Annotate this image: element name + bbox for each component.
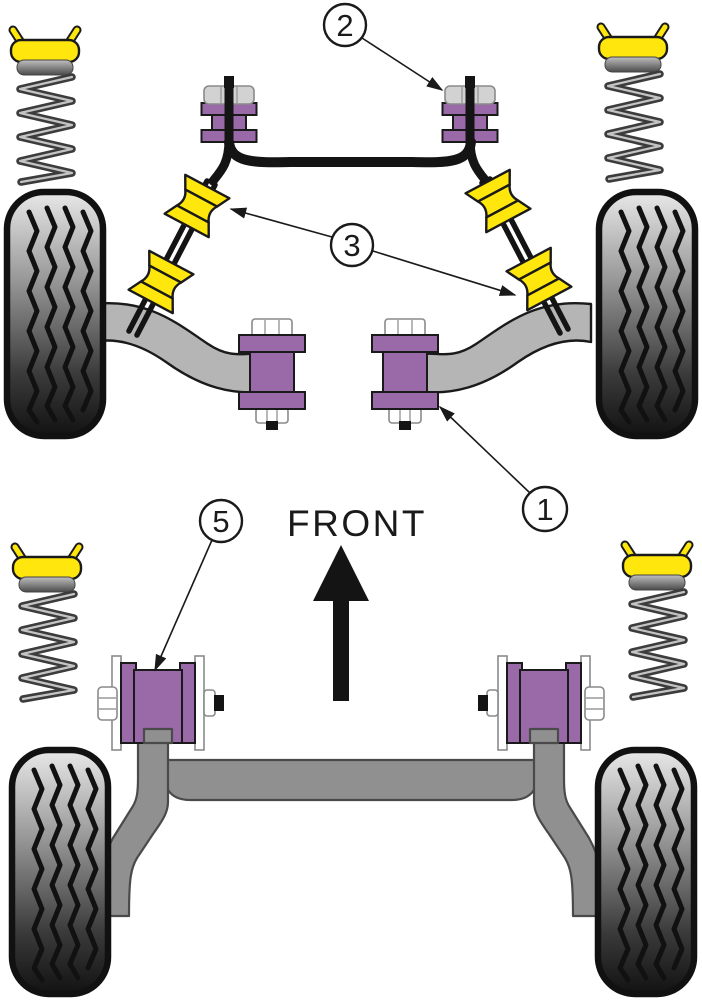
- front-left-spring: [11, 30, 79, 182]
- callout-1: 1: [438, 405, 569, 533]
- callout-2: 2: [322, 2, 444, 91]
- rear-beam-bushing-left: [96, 654, 226, 752]
- front-left-control-arm: [91, 301, 262, 394]
- callout-1-number: 1: [536, 492, 553, 527]
- rear-right-trailing-arm: [532, 732, 606, 918]
- front-right-tire: [599, 192, 695, 436]
- anti-roll-bar: [224, 137, 476, 168]
- callout-2-circle: [322, 2, 368, 48]
- callout-1-leader: [438, 405, 531, 494]
- callout-1-circle: [521, 485, 569, 533]
- rear-left-spring: [13, 547, 81, 699]
- droplink-yellow-bushing-left-lower: [127, 249, 195, 315]
- front-suspension-view: [7, 27, 695, 436]
- droplink-yellow-bushing-left-upper: [163, 173, 231, 239]
- callout-5: 5: [154, 498, 244, 672]
- rear-right-spring: [623, 545, 691, 697]
- callout-3-number: 3: [343, 228, 360, 263]
- rear-axle-view: [12, 545, 694, 994]
- callout-2-leader: [361, 37, 444, 91]
- droplink-yellow-bushing-right-upper: [464, 168, 532, 234]
- callout-5-leader: [154, 539, 213, 672]
- callout-3: 3: [229, 207, 517, 296]
- callout-3-circle: [329, 222, 375, 268]
- rear-beam-bushing-right: [476, 654, 606, 752]
- front-right-control-arm: [422, 301, 593, 394]
- droplink-yellow-bushing-right-lower: [505, 246, 573, 312]
- callout-3-leader-left: [229, 207, 333, 238]
- rear-right-tire: [598, 750, 694, 994]
- front-right-spring: [599, 27, 667, 179]
- rear-axle-beam: [164, 758, 538, 802]
- front-arrow-shaft: [333, 599, 349, 701]
- front-label: FRONT: [287, 503, 427, 544]
- front-arrow-head: [313, 545, 369, 601]
- front-direction-indicator: FRONT: [287, 503, 427, 701]
- callout-2-number: 2: [336, 8, 353, 43]
- callout-5-number: 5: [212, 504, 229, 539]
- front-left-tire: [7, 192, 103, 436]
- rear-left-tire: [12, 750, 108, 994]
- callout-5-circle: [198, 498, 244, 544]
- callout-3-leader-right: [372, 250, 517, 296]
